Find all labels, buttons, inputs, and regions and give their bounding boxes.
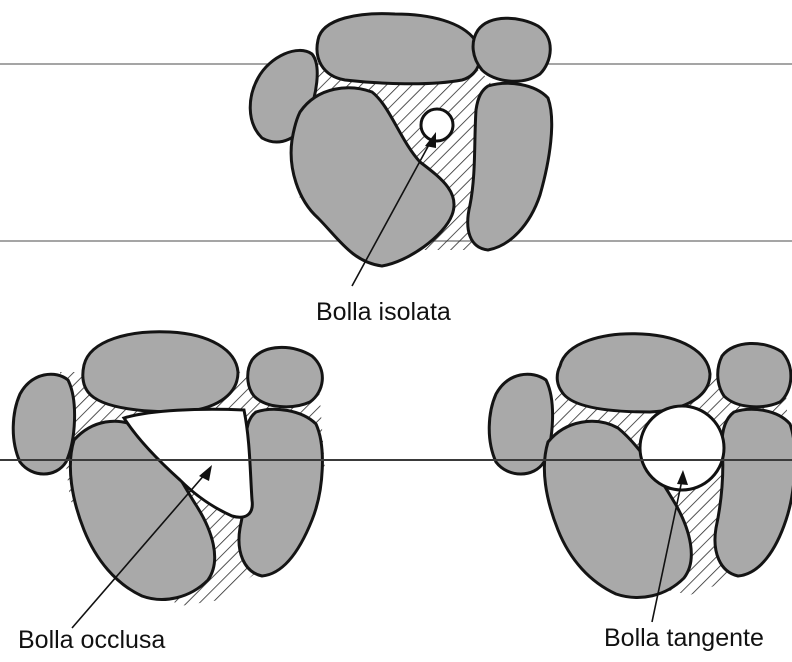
occluded-bubble-label: Bolla occlusa bbox=[18, 628, 165, 653]
isolated-bubble bbox=[421, 109, 453, 141]
grain bbox=[317, 14, 480, 84]
grain bbox=[557, 334, 710, 412]
isolated-bubble-label: Bolla isolata bbox=[316, 300, 451, 325]
isolated-bubble-diagram bbox=[250, 14, 551, 286]
tangent-bubble-diagram bbox=[489, 334, 792, 622]
occluded-bubble-diagram bbox=[13, 332, 325, 628]
grain bbox=[715, 409, 792, 576]
grain bbox=[83, 332, 238, 412]
grain bbox=[718, 343, 791, 406]
tangent-bubble-label: Bolla tangente bbox=[604, 626, 764, 651]
grain bbox=[473, 18, 550, 81]
grain bbox=[248, 347, 323, 406]
grain bbox=[468, 83, 552, 250]
